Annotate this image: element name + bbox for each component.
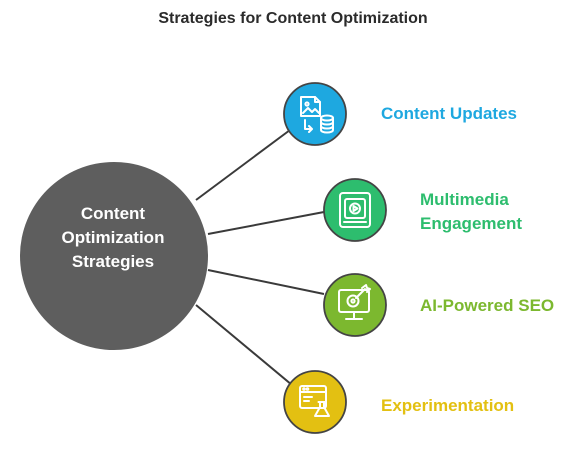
connector-content-updates [195,129,291,201]
node-ai-powered-seo [323,273,387,337]
node-label-experimentation: Experimentation [381,396,515,415]
connector-multimedia-engagement [207,211,325,235]
connector-ai-powered-seo [207,269,325,295]
node-label-multimedia-line2: Engagement [420,214,523,233]
node-experimentation [283,370,347,434]
node-circle-experimentation [283,370,347,434]
node-multimedia-engagement [323,178,387,242]
node-label-ai-powered-seo: AI-Powered SEO [420,296,555,315]
center-label-line2: Optimization [61,228,165,247]
image-database-icon [300,96,334,134]
node-label-multimedia-engagement: Multimedia Engagement [420,188,522,236]
node-label-content-updates: Content Updates [381,104,517,123]
center-label: Content Optimization Strategies [38,202,188,274]
node-circle-content-updates [283,82,347,146]
connector-experimentation [195,304,293,386]
diagram-title: Strategies for Content Optimization [158,10,428,27]
center-label-line3: Strategies [71,252,155,271]
browser-flask-icon [299,385,330,417]
center-circle [20,162,208,350]
center-label-line1: Content [80,204,146,223]
monitor-target-icon [338,284,371,320]
node-circle-ai-powered-seo [323,273,387,337]
node-label-multimedia-line1: Multimedia [420,190,509,209]
node-content-updates [283,82,347,146]
video-player-icon [339,192,371,228]
